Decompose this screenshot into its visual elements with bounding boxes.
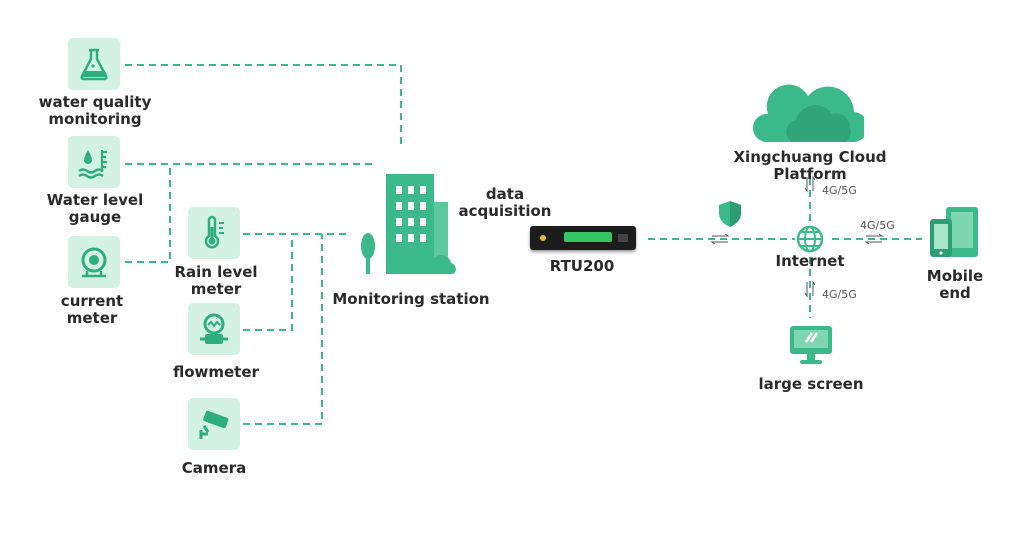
- mobile-icon: [930, 207, 978, 257]
- camera-node: [188, 398, 240, 450]
- cloud-platform-label: Xingchuang Cloud Platform: [733, 148, 887, 183]
- rtu-terminal-block: [564, 232, 612, 242]
- rain-level-label: Rain level meter: [174, 263, 258, 298]
- flowmeter-node: [188, 303, 240, 355]
- internet-label: Internet: [775, 252, 845, 270]
- band-label-screen: 4G/5G: [822, 288, 857, 301]
- water-quality-label: water quality monitoring: [38, 93, 152, 128]
- current-meter-node: [68, 236, 120, 288]
- arrow-marks: [710, 175, 884, 298]
- current-meter-icon: [81, 247, 107, 278]
- thermometer-icon: [204, 215, 224, 249]
- rtu-port: [618, 234, 628, 242]
- rtu-led: [540, 235, 546, 241]
- rain-level-node: [188, 207, 240, 259]
- data-acquisition-label: data acquisition: [458, 185, 552, 220]
- link-camera: [243, 234, 323, 425]
- camera-label: Camera: [181, 459, 247, 477]
- rtu-device: [530, 226, 636, 250]
- link-water-quality: [125, 64, 402, 148]
- water-level-node: [68, 136, 120, 188]
- water-quality-node: [68, 38, 120, 90]
- building-icon: [361, 174, 456, 274]
- water-level-icon: [78, 150, 107, 179]
- mobile-label: Mobile end: [926, 267, 984, 302]
- flowmeter-icon: [200, 313, 228, 344]
- cloud-icon: [752, 84, 864, 143]
- shield-icon: [719, 201, 741, 227]
- water-level-label: Water level gauge: [46, 191, 144, 226]
- monitoring-station-label: Monitoring station: [332, 290, 490, 308]
- band-label-cloud: 4G/5G: [822, 184, 857, 197]
- flask-icon: [80, 48, 108, 81]
- link-flowmeter: [243, 234, 293, 331]
- large-screen-label: large screen: [758, 375, 864, 393]
- flowmeter-label: flowmeter: [173, 363, 259, 381]
- monitor-icon: [790, 326, 832, 364]
- camera-icon: [199, 410, 229, 439]
- band-label-mobile: 4G/5G: [860, 219, 895, 232]
- current-meter-label: current meter: [60, 292, 124, 327]
- globe-icon: [796, 225, 824, 253]
- rtu-label: RTU200: [549, 257, 615, 275]
- link-current-meter: [125, 164, 171, 263]
